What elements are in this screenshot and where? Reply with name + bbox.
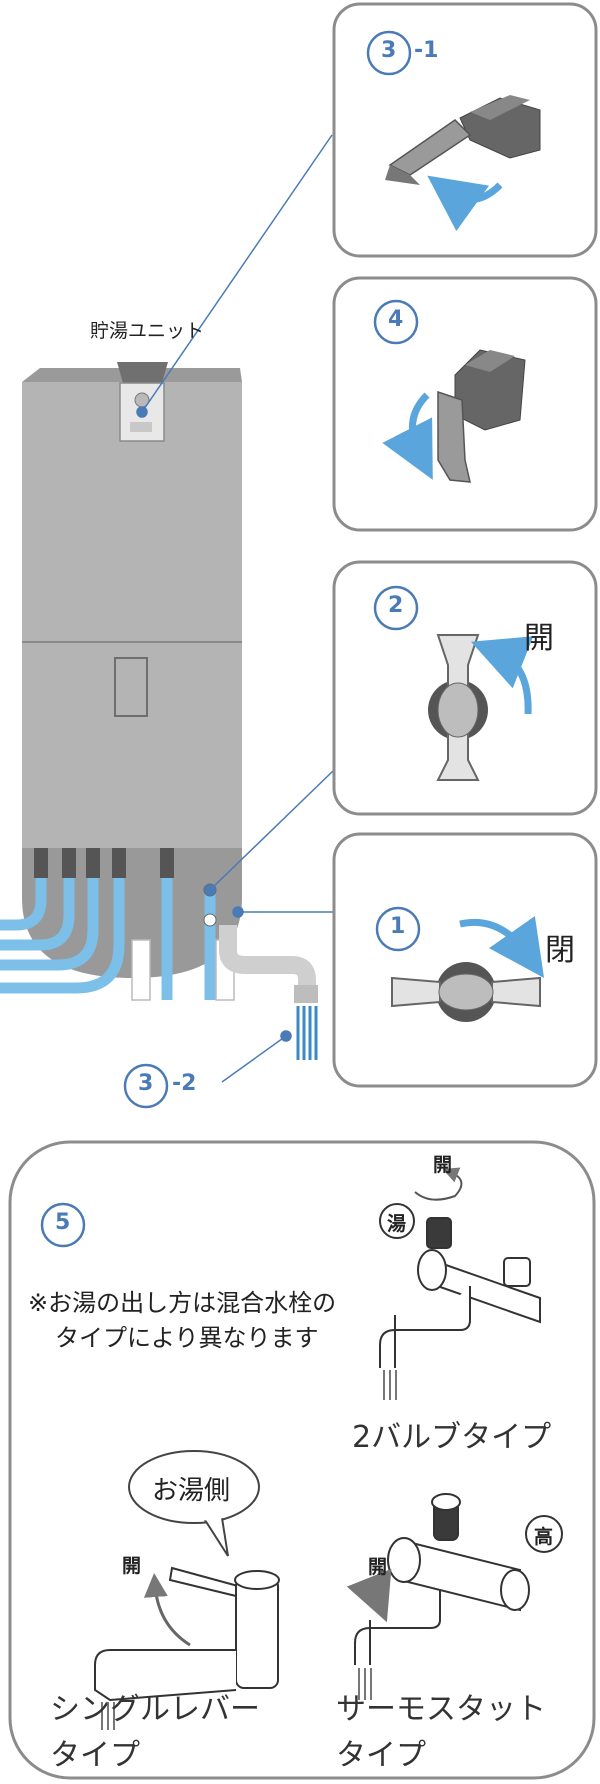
close-arrow-icon (459, 916, 545, 978)
step-badge-3-2-circle (123, 1063, 169, 1109)
storage-unit-label: 貯湯ユニット (90, 320, 205, 342)
vertical-valve-handle-icon (428, 634, 488, 781)
valve-open-label: 開 (524, 621, 554, 656)
lever-handle-down-icon (437, 349, 526, 483)
single-lever-faucet (94, 1566, 280, 1730)
faucet-note-line-1: ※お湯の出し方は混合水栓の (28, 1289, 337, 1317)
single-lever-type-line-1: シングルレバー (50, 1692, 260, 1727)
horizontal-valve-handle-icon (391, 962, 541, 1022)
two-valve-faucet (379, 1167, 541, 1400)
step-badge-2-number: 2 (388, 593, 404, 618)
thermostat-faucet (346, 1493, 530, 1700)
hot-side-bubble-text: お湯側 (152, 1476, 231, 1506)
step-badge-3-1-suffix: -1 (414, 38, 439, 63)
leader-lines (136, 134, 335, 1083)
rotate-down-arrow-icon (382, 392, 433, 480)
step-badge-5-number: 5 (55, 1210, 71, 1235)
single-lever-type-line-2: タイプ (50, 1738, 140, 1773)
storage-tank-unit (22, 362, 242, 978)
open-arrow-icon (470, 636, 534, 715)
valve-close-label: 閉 (545, 933, 575, 968)
step-badge-3-2-number: 3 (138, 1071, 154, 1096)
panel-step-2 (332, 560, 598, 816)
rotate-arrow-icon (427, 175, 503, 232)
panel-step-4 (332, 276, 598, 532)
thermostat-type-line-1: サーモスタット (336, 1692, 546, 1727)
thermostat-type-line-2: タイプ (336, 1738, 426, 1773)
rotate-open-icon (414, 1167, 463, 1201)
panel-step-5 (8, 1140, 596, 1780)
high-badge (525, 1515, 563, 1553)
two-valve-hot-label: 湯 (387, 1213, 407, 1235)
panel-step-1 (332, 832, 598, 1088)
step-badge-1-number: 1 (390, 914, 406, 939)
two-valve-open-label: 開 (433, 1154, 453, 1176)
thermostat-open-label: 開 (368, 1556, 388, 1578)
faucet-note-line-2: タイプにより異なります (55, 1324, 319, 1352)
lever-handle-icon (385, 95, 541, 185)
two-valve-type-name: 2バルブタイプ (352, 1420, 552, 1455)
thermostat-high-label: 高 (534, 1526, 554, 1548)
panel-step-3-1 (332, 2, 598, 258)
single-lever-open-label: 開 (122, 1555, 142, 1577)
step-badge-3-2-suffix: -2 (172, 1071, 197, 1096)
step-badge-3-1-number: 3 (381, 38, 397, 63)
speech-bubble (128, 1450, 260, 1557)
hot-badge (379, 1203, 415, 1239)
step-badge-4-number: 4 (388, 307, 404, 332)
pipes (0, 848, 318, 1060)
